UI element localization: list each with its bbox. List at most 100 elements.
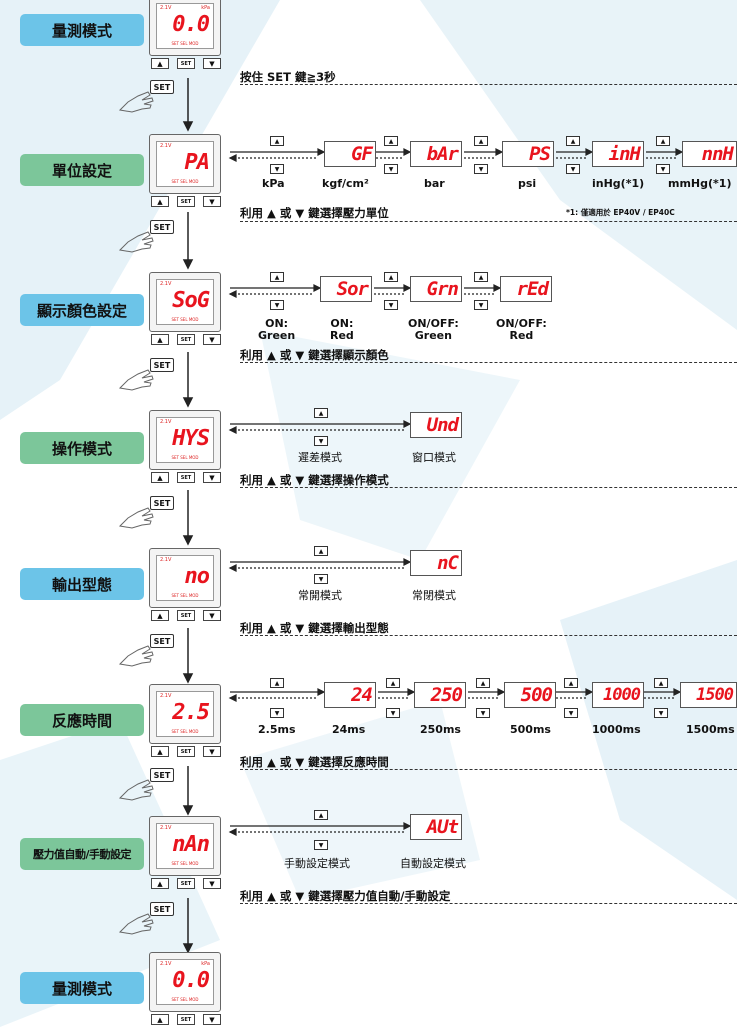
up-key[interactable]: ▲ xyxy=(151,1014,169,1025)
set-key[interactable]: SET xyxy=(177,878,195,889)
hand-press-icon xyxy=(118,779,154,801)
option-display: GF xyxy=(324,141,376,167)
down-key-icon: ▼ xyxy=(656,164,670,174)
option-caption: ON/OFF: Green xyxy=(408,317,459,342)
down-key-icon: ▼ xyxy=(654,708,668,718)
option-display: PS xyxy=(502,141,554,167)
down-key[interactable]: ▼ xyxy=(203,610,221,621)
up-key-icon: ▲ xyxy=(384,272,398,282)
divider xyxy=(240,362,737,363)
up-key-icon: ▲ xyxy=(314,408,328,418)
up-key-icon: ▲ xyxy=(476,678,490,688)
divider xyxy=(240,635,737,636)
down-key-icon: ▼ xyxy=(476,708,490,718)
step-label-measure-mode: 量測模式 xyxy=(20,14,144,46)
option-caption: 250ms xyxy=(420,723,461,736)
up-key-icon: ▲ xyxy=(566,136,580,146)
instruction-text: 利用 ▲ 或 ▼ 鍵選擇顯示顏色 xyxy=(240,348,389,362)
set-key-press: SET xyxy=(150,634,174,648)
down-key-icon: ▼ xyxy=(386,708,400,718)
down-key[interactable]: ▼ xyxy=(203,746,221,757)
option-caption: 常開模式 xyxy=(298,589,342,602)
down-key-icon: ▼ xyxy=(314,574,328,584)
hand-press-icon xyxy=(118,91,154,113)
divider xyxy=(240,769,737,770)
up-key[interactable]: ▲ xyxy=(151,58,169,69)
instruction-text: 按住 SET 鍵≧3秒 xyxy=(240,70,336,84)
down-key[interactable]: ▼ xyxy=(203,196,221,207)
up-key[interactable]: ▲ xyxy=(151,472,169,483)
down-key-icon: ▼ xyxy=(384,300,398,310)
up-key-icon: ▲ xyxy=(270,136,284,146)
divider xyxy=(240,903,737,904)
down-key[interactable]: ▼ xyxy=(203,58,221,69)
option-caption: mmHg(*1) xyxy=(668,177,732,190)
instruction-text: 利用 ▲ 或 ▼ 鍵選擇操作模式 xyxy=(240,473,389,487)
display-value: SoG xyxy=(172,288,210,313)
up-key-icon: ▲ xyxy=(384,136,398,146)
option-caption: ON: Green xyxy=(258,317,296,342)
set-key-press: SET xyxy=(150,80,174,94)
up-key-icon: ▲ xyxy=(654,678,668,688)
step-label-pressure-auto-manual: 壓力值自動/手動設定 xyxy=(20,838,144,870)
divider xyxy=(240,487,737,488)
up-key-icon: ▲ xyxy=(314,546,328,556)
option-display: Grn xyxy=(410,276,462,302)
option-display: nnH xyxy=(682,141,737,167)
option-display: nC xyxy=(410,550,462,576)
option-display: rEd xyxy=(500,276,552,302)
up-key[interactable]: ▲ xyxy=(151,610,169,621)
divider xyxy=(240,84,737,85)
up-key-icon: ▲ xyxy=(314,810,328,820)
set-key[interactable]: SET xyxy=(177,334,195,345)
up-key-icon: ▲ xyxy=(564,678,578,688)
step-label-operation-mode: 操作模式 xyxy=(20,432,144,464)
hand-press-icon xyxy=(118,507,154,529)
down-key[interactable]: ▼ xyxy=(203,472,221,483)
hand-press-icon xyxy=(118,645,154,667)
option-caption: 1500ms xyxy=(686,723,735,736)
hand-press-icon xyxy=(118,369,154,391)
display-value: PA xyxy=(184,150,211,175)
set-key-press: SET xyxy=(150,358,174,372)
up-key[interactable]: ▲ xyxy=(151,196,169,207)
set-key-press: SET xyxy=(150,768,174,782)
option-caption: 2.5ms xyxy=(258,723,296,736)
up-key-icon: ▲ xyxy=(386,678,400,688)
down-key[interactable]: ▼ xyxy=(203,334,221,345)
option-caption: kPa xyxy=(262,177,285,190)
set-key[interactable]: SET xyxy=(177,196,195,207)
instruction-text: 利用 ▲ 或 ▼ 鍵選擇輸出型態 xyxy=(240,621,389,635)
option-caption: 遲差模式 xyxy=(298,451,342,464)
display-value: 2.5 xyxy=(172,700,210,725)
up-key[interactable]: ▲ xyxy=(151,334,169,345)
set-key[interactable]: SET xyxy=(177,472,195,483)
option-caption: 手動設定模式 xyxy=(284,857,350,870)
down-key-icon: ▼ xyxy=(384,164,398,174)
down-key[interactable]: ▼ xyxy=(203,1014,221,1025)
option-caption: 1000ms xyxy=(592,723,641,736)
set-key[interactable]: SET xyxy=(177,1014,195,1025)
option-caption: ON/OFF: Red xyxy=(496,317,547,342)
set-key-press: SET xyxy=(150,220,174,234)
display-value: nAn xyxy=(172,832,210,857)
option-display: 1500 xyxy=(680,682,737,708)
option-display: 1000 xyxy=(592,682,644,708)
up-key[interactable]: ▲ xyxy=(151,746,169,757)
divider xyxy=(240,221,737,222)
option-display: Sor xyxy=(320,276,372,302)
set-key[interactable]: SET xyxy=(177,746,195,757)
set-key[interactable]: SET xyxy=(177,58,195,69)
set-key[interactable]: SET xyxy=(177,610,195,621)
up-key[interactable]: ▲ xyxy=(151,878,169,889)
down-key[interactable]: ▼ xyxy=(203,878,221,889)
display-value: no xyxy=(184,564,211,589)
option-caption: bar xyxy=(424,177,445,190)
down-key-icon: ▼ xyxy=(474,300,488,310)
option-caption: inHg(*1) xyxy=(592,177,645,190)
